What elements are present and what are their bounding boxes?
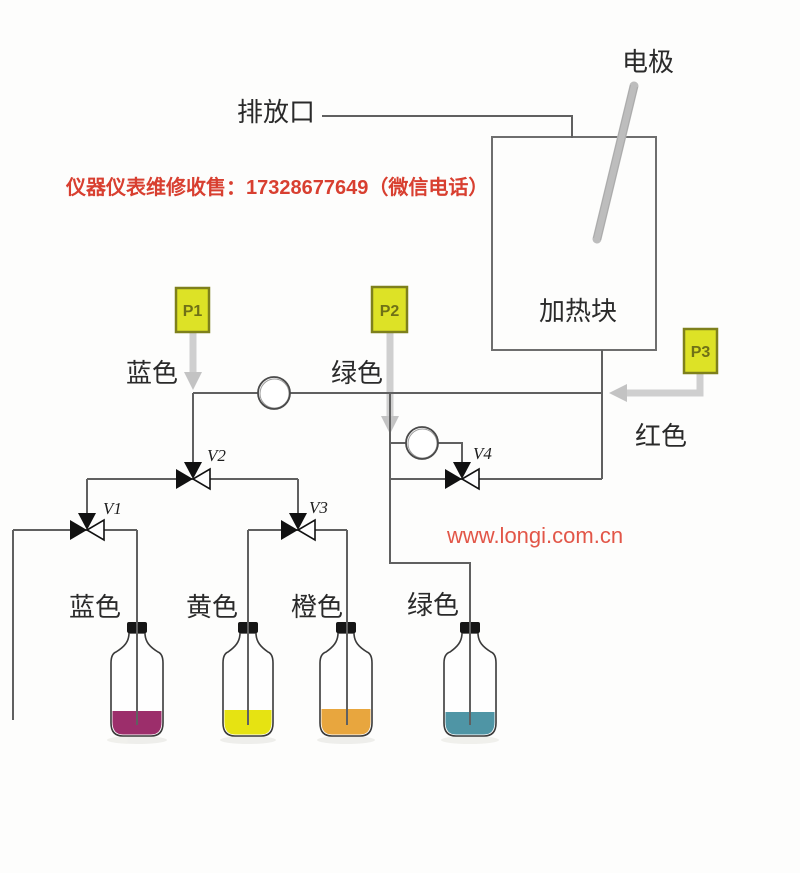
red-line-label: 红色 <box>635 422 687 451</box>
pump-2 <box>405 426 439 460</box>
valve-v2-label: V2 <box>207 446 226 465</box>
sensor-label: P3 <box>691 344 711 361</box>
drain-port-label: 排放口 <box>237 98 315 127</box>
valve-v4-label: V4 <box>473 444 492 463</box>
bottle-blue-label: 蓝色 <box>69 593 121 622</box>
pump-1 <box>257 376 291 410</box>
electrode-rod <box>592 81 639 244</box>
sensor-label: P1 <box>183 303 203 320</box>
valves <box>70 462 480 542</box>
pressure-sensor-p3: P3 <box>682 327 719 375</box>
bottle-shadows <box>107 736 499 744</box>
sensor-box <box>370 285 409 334</box>
sensor-label: P2 <box>380 303 400 320</box>
p3-sensor-line <box>627 371 704 397</box>
valve-v2 <box>176 462 211 491</box>
sensor-box <box>174 286 211 334</box>
valve-v4 <box>445 462 480 491</box>
pump-1-sketch <box>259 378 290 409</box>
green-return-pipe <box>389 393 471 725</box>
pump-2-sketch <box>407 428 438 459</box>
heating-block-vessel <box>491 136 657 351</box>
pumps <box>257 376 439 460</box>
pressure-sensor-p2: P2 <box>370 285 409 334</box>
bottle-green-label: 绿色 <box>407 591 459 620</box>
watermark-text: www.longi.com.cn <box>446 523 623 548</box>
p1-arrow <box>184 372 202 390</box>
pressure-sensor-p1: P1 <box>174 286 211 334</box>
sensor-arrows <box>184 372 627 434</box>
electrode-label: 电极 <box>622 48 674 77</box>
valve-v1-label: V1 <box>103 499 122 518</box>
bottle-orange-label: 橙色 <box>291 593 343 622</box>
blue-line-label: 蓝色 <box>126 359 178 388</box>
valve-v1 <box>70 513 105 542</box>
sensor-box <box>682 327 719 375</box>
valve-v3-label: V3 <box>309 498 328 517</box>
reagent-bottles <box>110 622 497 737</box>
drain-pipe <box>322 115 573 138</box>
bottle-yellow-label: 黄色 <box>186 593 238 622</box>
heating-block-label: 加热块 <box>539 297 617 326</box>
service-ad-text: 仪器仪表维修收售：17328677649（微信电话） <box>65 175 488 199</box>
green-line-label: 绿色 <box>331 359 383 388</box>
pump2-bypass <box>390 442 463 470</box>
valve-v3 <box>281 513 316 542</box>
p3-arrow <box>609 384 627 402</box>
